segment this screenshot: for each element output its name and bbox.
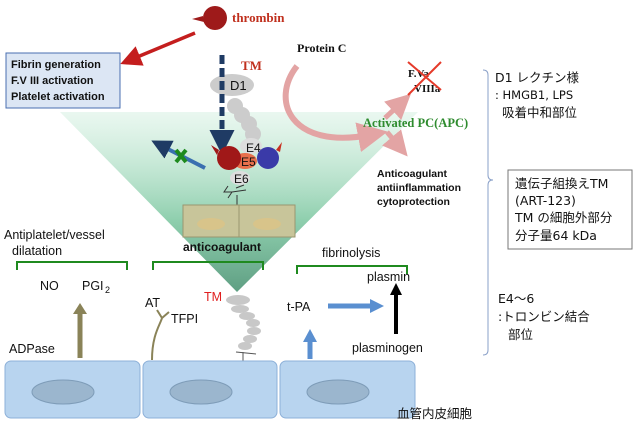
- effect-arrow: [381, 129, 408, 157]
- apc-effect-1: Anticoagulant: [377, 168, 448, 180]
- group3-bracket: [296, 265, 408, 274]
- protein-c-icon: [257, 142, 282, 169]
- activation-arc: [282, 64, 388, 152]
- bound-thrombin-icon: [211, 145, 241, 170]
- cell-pair: [182, 204, 296, 238]
- effect-fviii: F.V III activation: [11, 75, 94, 87]
- recombinant-tm-box: [507, 169, 633, 250]
- thrombin-label: thrombin: [232, 10, 285, 25]
- domain-e5: E5: [241, 155, 256, 169]
- d1-note-1: D1 レクチン様: [495, 70, 580, 85]
- plasmin-label: plasmin: [367, 270, 410, 284]
- tm-molecule: [210, 74, 262, 208]
- endothelium-label: 血管内皮細胞: [397, 406, 473, 421]
- thrombin-effect-arrow: [120, 31, 196, 66]
- thrombin-effects-box: [5, 52, 121, 109]
- recombinant-3: TM の細胞外部分: [514, 210, 612, 225]
- group1-bracket: [16, 261, 128, 270]
- tpa-label: t-PA: [287, 300, 311, 314]
- tfpi-label: TFPI: [171, 312, 198, 326]
- factor-va: F.Va: [408, 68, 429, 80]
- recombinant-4: 分子量64 kDa: [515, 228, 597, 243]
- tm-bottom-label: TM: [204, 290, 222, 304]
- effect-platelet: Platelet activation: [11, 91, 105, 103]
- e46-note-1: E4〜6: [498, 291, 534, 306]
- pgi-subscript: 2: [105, 285, 110, 295]
- d1-note-2: : HMGB1, LPS: [495, 88, 573, 102]
- group1-title-2: dilatation: [12, 244, 62, 258]
- apc-effect-3: cytoprotection: [377, 196, 450, 208]
- group3-title: fibrinolysis: [322, 246, 380, 260]
- domain-d1: D1: [230, 78, 247, 93]
- group1-title-1: Antiplatelet/vessel: [4, 228, 105, 242]
- recombinant-1: 遺伝子組換えTM: [515, 176, 608, 191]
- d1-note-3: 吸着中和部位: [502, 105, 577, 120]
- domain-e6: E6: [234, 172, 249, 186]
- factor-viiia: VIIIa: [414, 83, 441, 95]
- e46-note-2: :トロンビン結合: [498, 309, 590, 324]
- effect-fibrin: Fibrin generation: [11, 59, 101, 71]
- inhibit-arrow: [383, 93, 411, 120]
- activity-triangle: [60, 112, 418, 292]
- proteoglycan-icon: [151, 309, 170, 361]
- e46-note-3: 部位: [508, 327, 533, 342]
- domain-e4: E4: [246, 141, 261, 155]
- pgi-label: PGI: [82, 279, 104, 293]
- block-x-icon: [174, 148, 188, 164]
- protein-c-label: Protein C: [297, 41, 346, 55]
- no-label: NO: [40, 279, 59, 293]
- apc-effect-2: antiinflammation: [377, 182, 461, 194]
- plasmin-arrowhead: [390, 283, 402, 295]
- inhibited-x-icon: [407, 61, 442, 96]
- domain-bracket: [482, 69, 494, 356]
- tpa-arrowhead: [303, 329, 317, 342]
- conversion-arrowhead: [370, 299, 384, 313]
- tm-label: TM: [241, 58, 262, 73]
- apc-label: Activated PC(APC): [363, 116, 468, 130]
- pgi-arrowhead: [73, 303, 87, 314]
- thrombin-icon: [192, 6, 227, 30]
- adpase-label: ADPase: [9, 342, 55, 356]
- plasminogen-label: plasminogen: [352, 341, 423, 355]
- anticoagulant-label: anticoagulant: [183, 240, 261, 254]
- group2-bracket: [152, 261, 264, 270]
- membrane-tm-icon: [226, 295, 261, 370]
- recombinant-2: (ART-123): [515, 193, 576, 208]
- at-label: AT: [145, 296, 160, 310]
- endothelial-cells: [4, 360, 416, 419]
